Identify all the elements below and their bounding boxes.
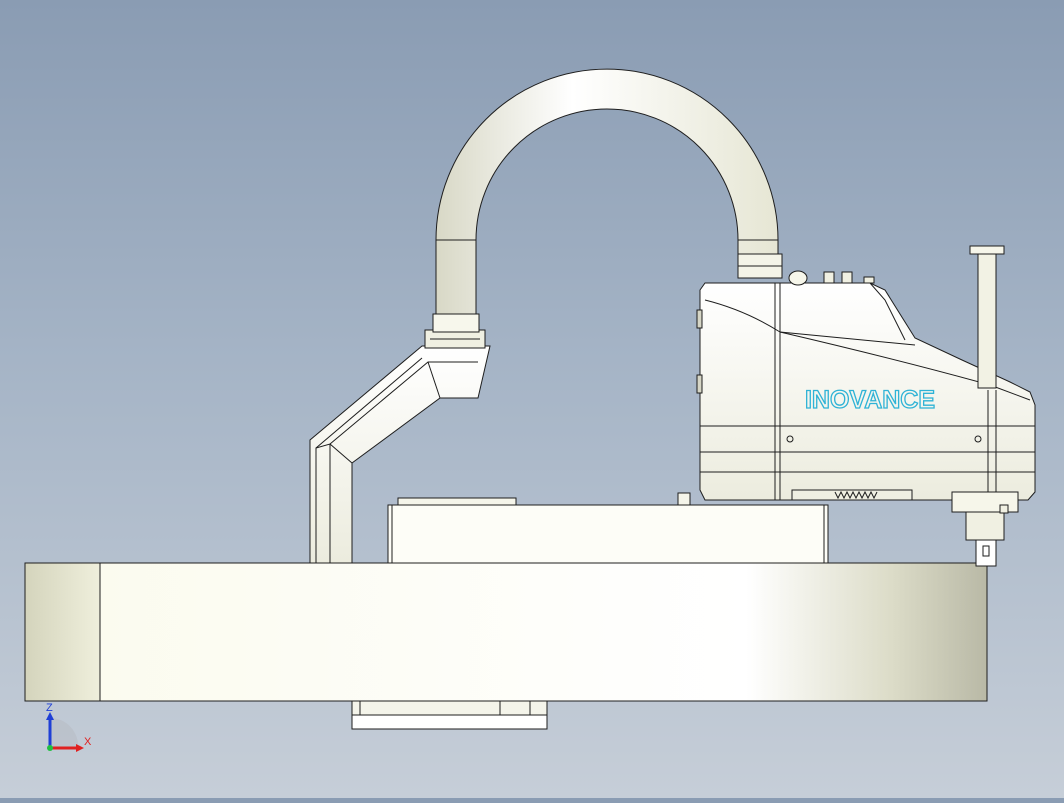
controller-box[interactable]: [387, 492, 829, 564]
axis-z-label: Z: [46, 702, 53, 714]
base-flange: [351, 700, 548, 730]
cable-collar-upper: [737, 253, 783, 279]
bellows: [791, 489, 913, 501]
axis-x-label: X: [84, 736, 92, 748]
cable-bracket[interactable]: [309, 345, 491, 564]
top-connectors: [788, 270, 875, 286]
cable-collar-lower: [424, 313, 486, 349]
spline-shaft[interactable]: [951, 245, 1019, 567]
base-slab[interactable]: [24, 562, 988, 702]
arm-housing[interactable]: [696, 282, 1036, 501]
brand-logo: INOVANCE: [805, 386, 935, 414]
axis-triad: [46, 712, 84, 752]
cable-arch[interactable]: [435, 68, 779, 315]
